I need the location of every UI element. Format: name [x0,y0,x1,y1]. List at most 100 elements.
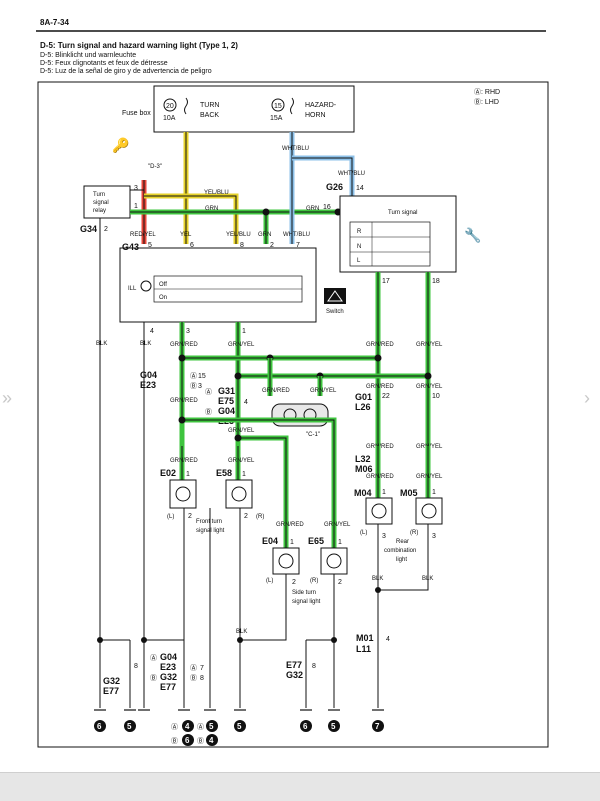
svg-text:Turn signal: Turn signal [388,210,417,216]
svg-text:(R): (R) [256,514,264,520]
svg-text:14: 14 [356,185,364,192]
svg-text:GRN/RED: GRN/RED [170,398,198,404]
front-lamp-left [169,479,197,509]
svg-text:Ⓑ: Ⓑ [171,737,178,745]
svg-text:G04: G04 [218,406,235,416]
svg-text:E02: E02 [160,468,176,478]
svg-text:6: 6 [190,242,194,249]
svg-text:2: 2 [244,513,248,520]
legend-rhd: Ⓐ: RHD [474,88,500,96]
svg-text:Switch: Switch [326,309,344,315]
stalk-icon: 🔧 [464,226,481,244]
svg-text:GRN/YEL: GRN/YEL [228,458,255,464]
svg-text:R: R [357,229,362,235]
svg-text:YEL/BLU: YEL/BLU [204,190,229,196]
svg-text:2: 2 [270,242,274,249]
svg-text:G34: G34 [80,224,97,234]
svg-text:Front turn: Front turn [196,519,222,525]
svg-text:22: 22 [382,393,390,400]
svg-text:Turn: Turn [93,192,105,198]
svg-text:signal: signal [93,200,109,206]
svg-text:GRN/YEL: GRN/YEL [416,474,443,480]
svg-text:E65: E65 [308,536,324,546]
svg-text:WHT/BLU: WHT/BLU [338,171,365,177]
svg-text:2: 2 [292,579,296,586]
svg-text:6: 6 [97,722,102,731]
svg-text:GRN/RED: GRN/RED [366,474,394,480]
combination-meter-icon [271,403,329,427]
svg-text:8: 8 [200,675,204,682]
fuse-box [153,85,355,133]
svg-text:7: 7 [375,722,380,731]
svg-text:3: 3 [198,383,202,390]
svg-text:"C-1": "C-1" [306,432,320,438]
svg-text:8: 8 [240,242,244,249]
svg-text:Ⓑ: Ⓑ [190,382,197,390]
svg-text:4: 4 [244,399,248,406]
svg-text:GRN/YEL: GRN/YEL [310,388,337,394]
svg-text:5: 5 [148,242,152,249]
front-lamp-right [225,479,253,509]
svg-text:2: 2 [338,579,342,586]
svg-text:G32: G32 [160,672,177,682]
svg-text:G04: G04 [140,370,157,380]
svg-text:G04: G04 [160,652,177,662]
svg-text:GRN/RED: GRN/RED [366,342,394,348]
svg-text:RED/YEL: RED/YEL [130,232,156,238]
svg-text:HAZARD-: HAZARD- [305,102,337,109]
svg-text:GRN/RED: GRN/RED [276,522,304,528]
svg-text:BLK: BLK [96,341,107,347]
legend-lhd: Ⓑ: LHD [474,98,499,106]
svg-text:5: 5 [127,722,132,731]
svg-text:Ⓐ: Ⓐ [205,388,212,396]
svg-text:Rear: Rear [396,539,409,545]
diagram-frame [37,81,549,748]
svg-text:18: 18 [432,278,440,285]
svg-text:combination: combination [384,548,416,554]
title-de: D-5: Blinklicht und warnleuchte [40,52,136,59]
svg-text:1: 1 [338,539,342,546]
svg-text:2: 2 [104,226,108,233]
svg-text:G43: G43 [122,242,139,252]
svg-text:E23: E23 [140,380,156,390]
svg-text:GRN/RED: GRN/RED [170,342,198,348]
svg-text:M04: M04 [354,488,372,498]
svg-text:On: On [159,295,167,301]
wiring-diagram: 8A-7-34 D-5: Turn signal and hazard warn… [36,18,549,748]
svg-text:Ⓐ: Ⓐ [171,723,178,731]
svg-text:WHT/BLU: WHT/BLU [282,146,309,152]
svg-text:2: 2 [188,513,192,520]
svg-text:1: 1 [242,328,246,335]
svg-text:L: L [357,258,361,264]
side-lamp-left [272,547,300,575]
svg-text:"D-3": "D-3" [148,164,162,170]
svg-text:6: 6 [185,736,190,745]
svg-text:L26: L26 [355,402,371,412]
prev-page-arrow-icon[interactable]: » [2,388,13,408]
svg-text:G01: G01 [355,392,372,402]
svg-text:Off: Off [159,282,167,288]
svg-text:GRN/RED: GRN/RED [262,388,290,394]
next-page-arrow-icon[interactable]: › [584,388,590,408]
svg-text:E58: E58 [216,468,232,478]
svg-text:L32: L32 [355,454,371,464]
svg-text:BLK: BLK [236,629,247,635]
svg-text:3: 3 [382,533,386,540]
svg-text:BLK: BLK [422,576,433,582]
title-fr: D-5: Feux clignotants et feux de détress… [40,60,168,67]
svg-text:1: 1 [242,471,246,478]
ground-badges [94,720,384,746]
side-lamp-right [320,547,348,575]
svg-text:BLK: BLK [372,576,383,582]
svg-text:TURN: TURN [200,102,219,109]
title-es: D-5: Luz de la señal de giro y de advert… [40,68,212,75]
svg-text:1: 1 [186,471,190,478]
fuse-box-label: Fuse box [122,110,151,117]
svg-text:3: 3 [186,328,190,335]
svg-text:15: 15 [198,373,206,380]
svg-text:E75: E75 [218,396,234,406]
svg-text:YEL/BLU: YEL/BLU [226,232,251,238]
svg-text:GRN: GRN [258,232,271,238]
svg-text:E04: E04 [262,536,278,546]
svg-text:5: 5 [237,722,242,731]
